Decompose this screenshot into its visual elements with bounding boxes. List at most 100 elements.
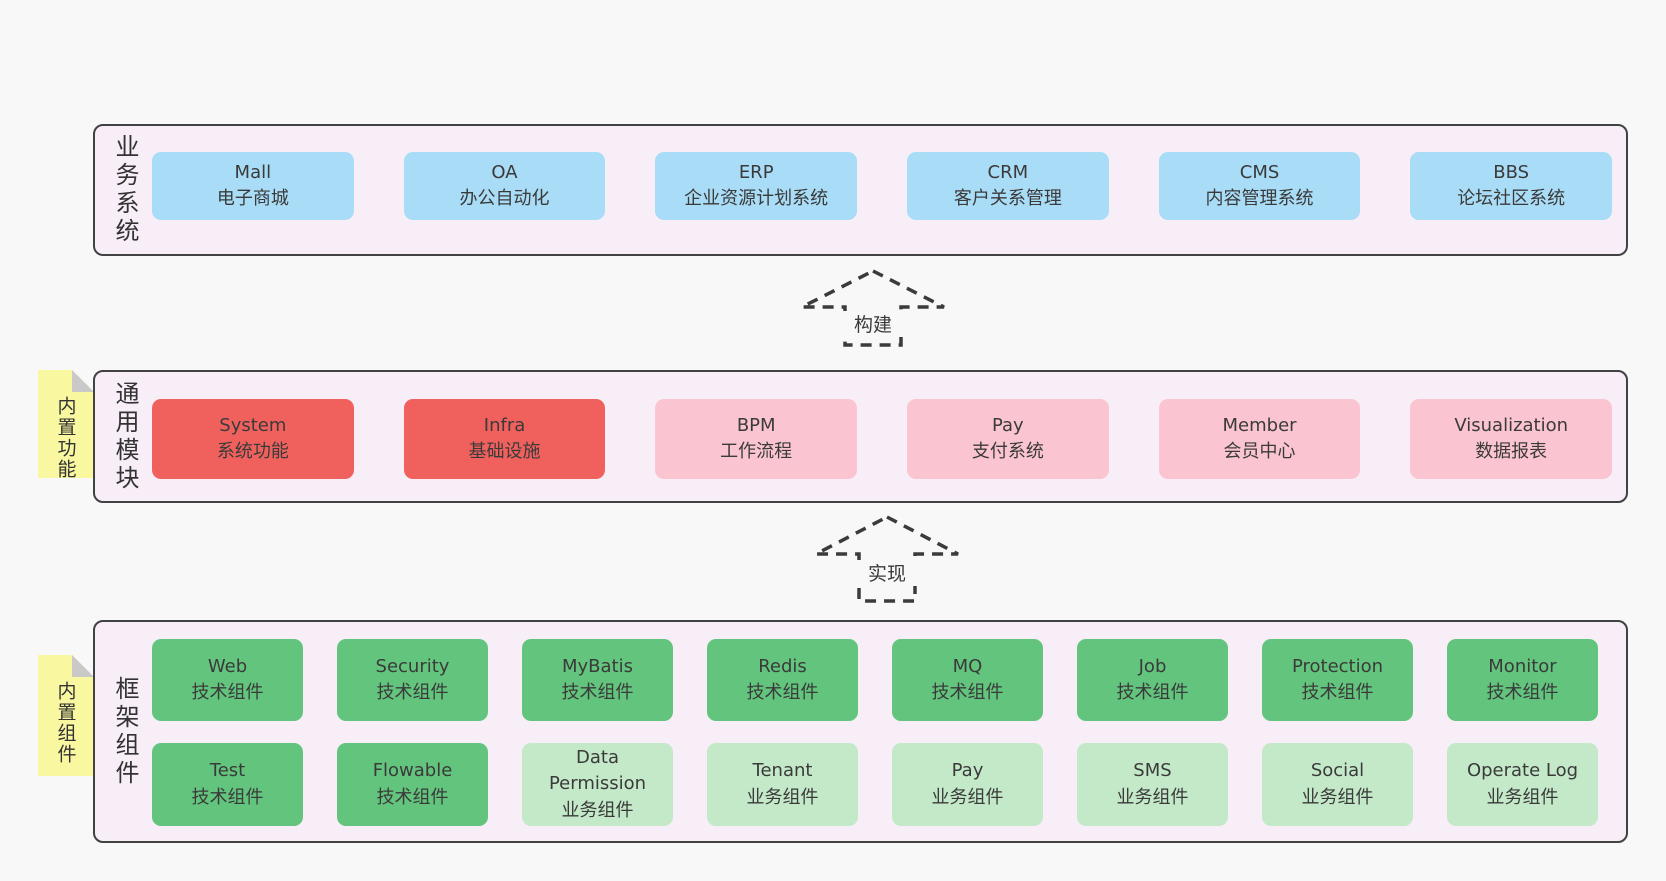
note-fold-corner-icon	[72, 370, 94, 392]
node-subtitle: 工作流程	[720, 441, 793, 462]
node-subtitle: 技术组件	[746, 682, 819, 703]
node-crm: CRM 客户关系管理	[907, 152, 1109, 220]
node-bbs: BBS 论坛社区系统	[1410, 152, 1613, 220]
node-subtitle: 会员中心	[1223, 441, 1296, 462]
section-business-systems-label: 业务系统	[111, 134, 139, 246]
node-subtitle: 技术组件	[931, 682, 1004, 703]
node-title: BBS	[1493, 161, 1530, 183]
node-title: Flowable	[372, 760, 453, 782]
sticky-note-builtin-features: 内置功能	[38, 370, 94, 480]
node-subtitle: 业务组件	[931, 786, 1004, 808]
node-subtitle: 业务组件	[561, 799, 634, 821]
node-subtitle: 客户关系管理	[953, 188, 1062, 209]
node-subtitle: 系统功能	[216, 441, 289, 462]
node-visualization: Visualization 数据报表	[1410, 399, 1613, 479]
node-subtitle: 业务组件	[1116, 786, 1189, 808]
note-label: 内置组件	[54, 681, 77, 765]
node-subtitle: 技术组件	[1301, 682, 1374, 703]
node-subtitle: 基础设施	[468, 441, 541, 462]
section-framework-components-label: 框架组件	[111, 675, 139, 788]
node-title: Data Permission	[548, 747, 647, 795]
arrow-implement: 实现	[812, 514, 962, 604]
node-subtitle: 技术组件	[561, 682, 634, 703]
note-fold-corner-icon	[72, 655, 94, 677]
node-title: SMS	[1133, 760, 1172, 782]
sticky-note-builtin-components: 内置组件	[38, 655, 94, 776]
node-pay-component: Pay 业务组件	[892, 743, 1043, 826]
node-title: Operate Log	[1466, 760, 1579, 782]
section-framework-components: 框架组件 Web 技术组件 Security 技术组件 MyBatis 技术组件…	[93, 620, 1628, 843]
node-job: Job 技术组件	[1077, 639, 1228, 721]
node-monitor: Monitor 技术组件	[1447, 639, 1598, 721]
section-common-modules: 通用模块 System 系统功能 Infra 基础设施 BPM 工作流程 Pay…	[93, 370, 1628, 503]
node-subtitle: 办公自动化	[459, 188, 550, 209]
node-sms: SMS 业务组件	[1077, 743, 1228, 826]
node-erp: ERP 企业资源计划系统	[655, 152, 858, 220]
arrow-implement-label: 实现	[868, 563, 906, 585]
node-title: Job	[1138, 655, 1167, 677]
arrow-up-outline-icon	[801, 269, 945, 347]
node-title: Tenant	[752, 760, 813, 782]
node-title: Monitor	[1488, 655, 1557, 677]
section-business-systems: 业务系统 Mall 电子商城 OA 办公自动化 ERP 企业资源计划系统 CRM…	[93, 124, 1628, 256]
node-oa: OA 办公自动化	[403, 152, 606, 220]
node-title: Redis	[758, 655, 807, 677]
node-title: Social	[1310, 760, 1365, 782]
node-subtitle: 技术组件	[1116, 682, 1189, 703]
node-subtitle: 内容管理系统	[1205, 188, 1314, 209]
node-test: Test 技术组件	[152, 743, 303, 826]
node-subtitle: 技术组件	[376, 682, 449, 703]
node-security: Security 技术组件	[337, 639, 488, 721]
arrow-build: 构建	[798, 268, 948, 348]
node-title: Security	[375, 655, 450, 677]
node-web: Web 技术组件	[152, 639, 303, 721]
node-title: Web	[207, 655, 248, 677]
node-title: Infra	[483, 414, 526, 436]
node-protection: Protection 技术组件	[1262, 639, 1413, 721]
node-subtitle: 企业资源计划系统	[684, 188, 829, 209]
node-redis: Redis 技术组件	[707, 639, 858, 721]
node-title: Mall	[234, 161, 272, 183]
node-subtitle: 电子商城	[216, 188, 289, 209]
common-modules-row: System 系统功能 Infra 基础设施 BPM 工作流程 Pay 支付系统…	[152, 399, 1613, 479]
framework-components-row-2: Test 技术组件 Flowable 技术组件 Data Permission …	[152, 743, 1598, 826]
node-title: Test	[209, 760, 246, 782]
node-subtitle: 业务组件	[746, 786, 819, 808]
node-subtitle: 技术组件	[191, 786, 264, 808]
arrow-up-outline-icon	[815, 515, 959, 603]
node-title: CMS	[1239, 161, 1280, 183]
node-member: Member 会员中心	[1158, 399, 1361, 479]
node-title: BPM	[736, 414, 776, 436]
node-mall: Mall 电子商城	[152, 152, 354, 220]
node-subtitle: 业务组件	[1301, 786, 1374, 808]
note-label: 内置功能	[54, 396, 77, 480]
node-subtitle: 技术组件	[376, 786, 449, 808]
node-subtitle: 数据报表	[1475, 441, 1548, 462]
node-subtitle: 技术组件	[191, 682, 264, 703]
node-social: Social 业务组件	[1262, 743, 1413, 826]
node-tenant: Tenant 业务组件	[707, 743, 858, 826]
node-title: MQ	[952, 655, 983, 677]
node-pay-system: Pay 支付系统	[907, 399, 1109, 479]
node-title: MyBatis	[562, 655, 633, 677]
arrow-build-label: 构建	[854, 314, 892, 336]
node-title: System	[219, 414, 287, 436]
section-common-modules-label: 通用模块	[111, 380, 139, 493]
node-subtitle: 支付系统	[971, 441, 1044, 462]
node-title: CRM	[987, 161, 1029, 183]
node-subtitle: 业务组件	[1486, 786, 1559, 808]
node-operate-log: Operate Log 业务组件	[1447, 743, 1598, 826]
node-subtitle: 论坛社区系统	[1457, 188, 1566, 209]
node-title: Protection	[1291, 655, 1384, 677]
business-systems-row: Mall 电子商城 OA 办公自动化 ERP 企业资源计划系统 CRM 客户关系…	[152, 152, 1613, 220]
node-title: Member	[1222, 414, 1297, 436]
node-subtitle: 技术组件	[1486, 682, 1559, 703]
node-data-permission: Data Permission 业务组件	[522, 743, 673, 826]
node-title: Pay	[951, 760, 984, 782]
node-title: Visualization	[1454, 414, 1569, 436]
node-title: Pay	[991, 414, 1024, 436]
node-system: System 系统功能	[152, 399, 354, 479]
framework-components-row-1: Web 技术组件 Security 技术组件 MyBatis 技术组件 Redi…	[152, 639, 1598, 721]
node-cms: CMS 内容管理系统	[1158, 152, 1361, 220]
node-infra: Infra 基础设施	[403, 399, 606, 479]
